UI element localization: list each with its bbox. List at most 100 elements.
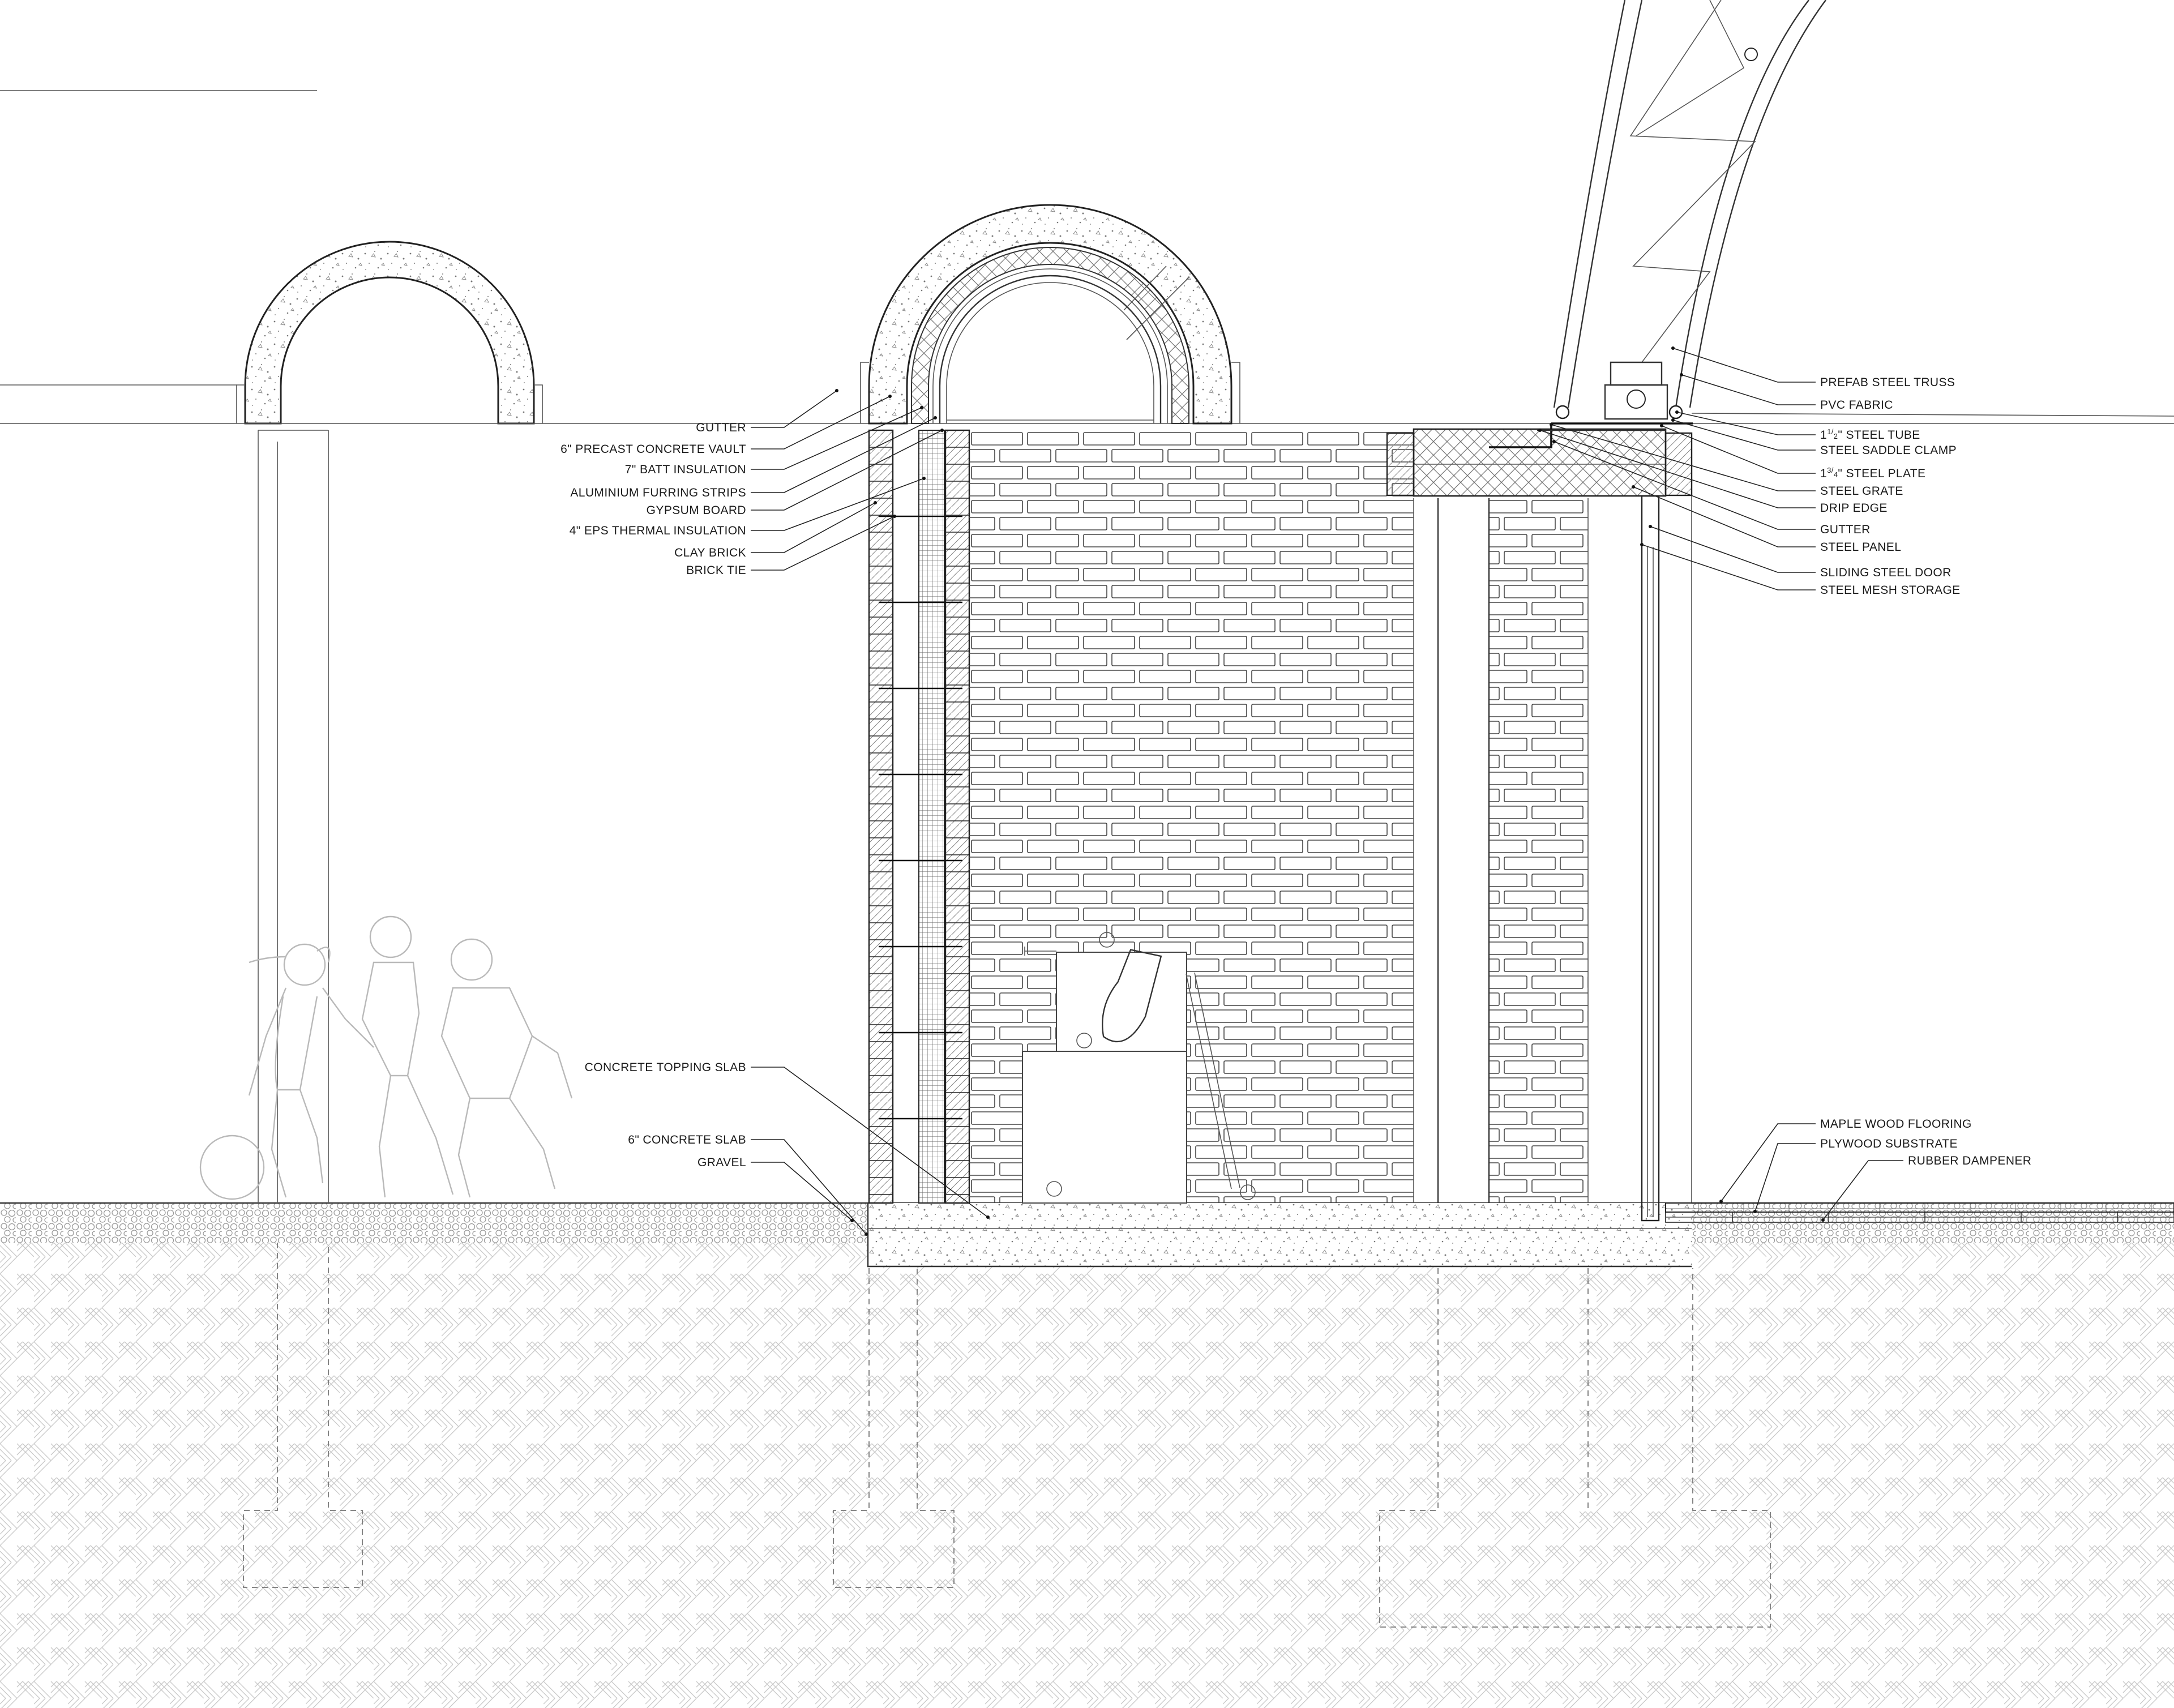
leader-batt-insulation	[751, 407, 922, 470]
main-vault	[860, 204, 1240, 425]
label-saddle-clamp: STEEL SADDLE CLAMP	[1820, 444, 1957, 457]
label-brick-tie: BRICK TIE	[686, 564, 746, 577]
footings	[243, 1243, 1771, 1628]
leader-gutter	[751, 390, 837, 428]
leader-precast-vault	[751, 396, 891, 450]
label-steel-tube: 11/2" STEEL TUBE	[1820, 427, 1920, 442]
label-batt-insulation: 7" BATT INSULATION	[625, 463, 746, 476]
leader-eps-insulation	[751, 478, 925, 531]
label-steel-grate: STEEL GRATE	[1820, 485, 1903, 498]
label-steel-plate: 13/4" STEEL PLATE	[1820, 466, 1925, 480]
label-concrete-slab: 6" CONCRETE SLAB	[628, 1133, 746, 1146]
leader-dot-steel-grate	[1550, 423, 1553, 426]
label-topping-slab: CONCRETE TOPPING SLAB	[585, 1061, 746, 1074]
leader-dot-precast-vault	[888, 395, 892, 398]
leader-gypsum-board	[751, 430, 943, 511]
left-vault	[0, 90, 2174, 1203]
label-plywood-substrate: PLYWOOD SUBSTRATE	[1820, 1137, 1958, 1150]
leader-pvc-fabric	[1681, 374, 1816, 405]
label-steel-panel: STEEL PANEL	[1820, 541, 1901, 554]
label-maple-flooring: MAPLE WOOD FLOORING	[1820, 1118, 1972, 1131]
fraction-num: 3	[1827, 466, 1831, 474]
sports-floor	[1665, 1202, 2174, 1223]
leader-dot-concrete-slab	[865, 1232, 868, 1236]
leader-dot-gravel	[850, 1219, 854, 1222]
fraction-slash: /	[1831, 466, 1834, 474]
label-gutter: GUTTER	[696, 421, 746, 434]
label-precast-vault: 6" PRECAST CONCRETE VAULT	[560, 443, 746, 456]
leader-dot-mesh-storage	[1640, 543, 1644, 546]
leader-dot-saddle-clamp	[1671, 418, 1675, 422]
label-mark: "	[1838, 467, 1842, 480]
leader-dot-furring-strips	[934, 416, 937, 419]
leader-topping-slab	[751, 1067, 988, 1218]
label-gypsum-board: GYPSUM BOARD	[647, 504, 746, 517]
leader-dot-steel-plate	[1660, 424, 1663, 427]
leader-rubber-dampener	[1822, 1160, 1903, 1221]
label-mesh-storage: STEEL MESH STORAGE	[1820, 584, 1961, 597]
fraction-den: 4	[1834, 470, 1838, 479]
leader-steel-grate	[1551, 424, 1816, 491]
soil-section	[0, 1243, 2174, 1708]
leader-saddle-clamp	[1672, 419, 1816, 451]
label-eps-insulation: 4" EPS THERMAL INSULATION	[570, 524, 746, 537]
door-header	[1386, 422, 1693, 497]
leader-concrete-slab	[751, 1139, 867, 1235]
leader-dot-plywood-substrate	[1753, 1210, 1757, 1213]
leader-dot-maple-flooring	[1719, 1200, 1723, 1203]
children-figures	[199, 915, 573, 1200]
label-furring-strips: ALUMINIUM FURRING STRIPS	[570, 486, 746, 499]
leader-lines	[751, 346, 1903, 1236]
fraction-slash: /	[1831, 427, 1834, 436]
label-text: STEEL TUBE	[1842, 429, 1920, 442]
leader-dot-sliding-door	[1649, 525, 1652, 528]
label-pvc-fabric: PVC FABRIC	[1820, 399, 1893, 412]
label-gravel: GRAVEL	[697, 1156, 746, 1169]
leader-dot-topping-slab	[986, 1215, 990, 1219]
labels-left: GUTTER 6" PRECAST CONCRETE VAULT 7" BATT I…	[560, 421, 746, 1169]
label-drip-edge: DRIP EDGE	[1820, 502, 1888, 515]
leader-steel-panel	[1633, 486, 1816, 547]
leader-clay-brick	[751, 502, 876, 553]
label-gutter-right: GUTTER	[1820, 523, 1871, 536]
leader-gutter-right	[1554, 441, 1816, 530]
leader-steel-tube	[1676, 412, 1816, 435]
leader-maple-flooring	[1721, 1123, 1816, 1202]
leader-steel-truss	[1672, 348, 1816, 383]
leader-dot-drip-edge	[1538, 429, 1542, 432]
leader-steel-plate	[1661, 425, 1816, 474]
label-steel-truss: PREFAB STEEL TRUSS	[1820, 376, 1955, 389]
wall-assembly	[868, 429, 970, 1204]
fraction-num: 1	[1827, 427, 1831, 436]
fraction-den: 2	[1834, 432, 1838, 440]
leader-dot-batt-insulation	[920, 406, 923, 409]
leader-drip-edge	[1539, 430, 1816, 508]
label-text: STEEL PLATE	[1842, 467, 1925, 480]
storage-contents	[1022, 932, 1256, 1204]
leader-dot-steel-truss	[1671, 346, 1675, 350]
leader-sliding-door	[1650, 526, 1816, 573]
steel-truss	[1553, 0, 2174, 420]
label-prefix: 1	[1820, 429, 1827, 442]
label-mark: "	[1838, 429, 1842, 442]
leader-dot-clay-brick	[874, 501, 877, 504]
leader-dot-gutter	[835, 389, 838, 392]
label-sliding-door: SLIDING STEEL DOOR	[1820, 566, 1952, 579]
concrete-slab	[867, 1203, 1692, 1268]
leader-brick-tie	[751, 516, 895, 571]
leader-dot-brick-tie	[893, 515, 896, 518]
leader-furring-strips	[751, 417, 936, 493]
label-rubber-dampener: RUBBER DAMPENER	[1908, 1154, 2031, 1167]
leader-dot-pvc-fabric	[1680, 373, 1683, 376]
leader-gravel	[751, 1162, 853, 1221]
leader-plywood-substrate	[1754, 1143, 1816, 1212]
leader-dot-steel-tube	[1675, 410, 1679, 414]
leader-dot-gutter-right	[1552, 440, 1556, 443]
label-clay-brick: CLAY BRICK	[674, 546, 746, 559]
leader-dot-steel-panel	[1632, 485, 1635, 489]
sliding-door	[1641, 495, 1692, 1222]
label-prefix: 1	[1820, 467, 1827, 480]
leader-dot-rubber-dampener	[1821, 1218, 1825, 1222]
